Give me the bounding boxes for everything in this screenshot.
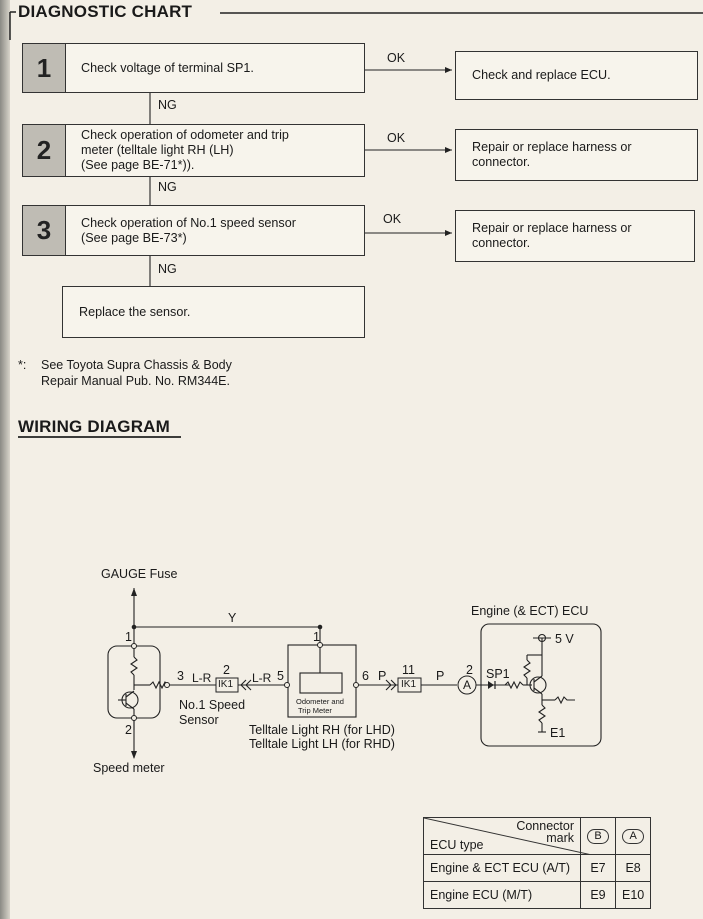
connector-ik1-pin11-number: 11	[402, 663, 415, 677]
telltale-label-lhd: Telltale Light RH (for LHD)	[249, 723, 395, 737]
table-header-row: Connector mark ECU type B A	[423, 817, 652, 855]
ecu-title-label: Engine (& ECT) ECU	[471, 604, 589, 618]
connector-ik1-b-name: IK1	[401, 679, 417, 690]
page-edge-shadow	[0, 0, 10, 919]
lr-wire-label-2: L-R	[252, 671, 272, 685]
ecu-type-header: ECU type	[430, 838, 484, 852]
p-wire-label-2: P	[436, 669, 445, 683]
connector-a-cell: E10	[614, 881, 652, 909]
step-2-text: Check operation of odometer and trip met…	[81, 128, 289, 172]
step-3-box: 3 Check operation of No.1 speed sensor (…	[22, 205, 365, 256]
e1-ground-label: E1	[550, 726, 566, 740]
gauge-fuse-label: GAUGE Fuse	[101, 567, 178, 581]
wiring-diagram-title: WIRING DIAGRAM	[18, 417, 171, 436]
step-2-number: 2	[23, 125, 66, 176]
footnote-line1: See Toyota Supra Chassis & Body	[41, 358, 232, 372]
y-wire-label: Y	[228, 611, 237, 625]
p-wire-label-1: P	[378, 669, 387, 683]
step-1-box: 1 Check voltage of terminal SP1.	[22, 43, 365, 93]
step-3-ng-label: NG	[158, 262, 177, 276]
step-1-ok-action: Check and replace ECU.	[472, 68, 611, 82]
ecu-type-cell: Engine ECU (M/T)	[423, 881, 581, 909]
sensor-name-line2: Sensor	[179, 713, 219, 727]
step-1-ok-label: OK	[387, 51, 406, 65]
table-header-diagonal-cell: Connector mark ECU type	[423, 817, 592, 855]
step-2-box: 2 Check operation of odometer and trip m…	[22, 124, 365, 177]
ecu-type-cell: Engine & ECT ECU (A/T)	[423, 854, 581, 882]
connector-ik1-pin2-number: 2	[223, 663, 230, 677]
step-2-ok-action-box: Repair or replace harness or connector.	[455, 129, 698, 181]
step-1-number: 1	[23, 44, 66, 92]
ecu-connector-table: Connector mark ECU type B A Engine & ECT…	[423, 817, 652, 909]
pin-1-left: 1	[125, 630, 132, 644]
lr-wire-label-1: L-R	[192, 671, 212, 685]
connector-a-cell: E8	[614, 854, 652, 882]
step-3-ok-action-box: Repair or replace harness or connector.	[455, 210, 695, 262]
step-2-ok-action: Repair or replace harness or connector.	[472, 140, 632, 169]
connector-b-mark: B	[587, 829, 609, 844]
connector-a-name: A	[463, 678, 472, 692]
column-a-header: A	[614, 817, 652, 855]
step-3-number: 3	[23, 206, 66, 255]
step-1-ng-label: NG	[158, 98, 177, 112]
connector-a-pin-number: 2	[466, 663, 473, 677]
pin-5-label: 5	[277, 669, 284, 683]
connector-ik1-a-name: IK1	[218, 679, 234, 690]
connector-a-mark: A	[622, 829, 644, 844]
step-3-text: Check operation of No.1 speed sensor (Se…	[81, 215, 296, 245]
step-3-ok-action: Repair or replace harness or connector.	[472, 221, 632, 250]
final-action-box: Replace the sensor.	[62, 286, 365, 338]
step-2-ok-label: OK	[387, 131, 406, 145]
speed-meter-label: Speed meter	[93, 761, 165, 775]
connector-b-cell: E7	[580, 854, 616, 882]
sensor-name-line1: No.1 Speed	[179, 698, 246, 712]
odometer-label-line1: Odometer and	[296, 697, 344, 706]
pin-1-mid: 1	[313, 630, 320, 644]
table-row: Engine ECU (M/T) E9 E10	[423, 881, 652, 909]
step-1-text: Check voltage of terminal SP1.	[81, 60, 254, 75]
pin-3-label: 3	[177, 669, 184, 683]
five-volt-label: 5 V	[555, 632, 574, 646]
step-3-ok-label: OK	[383, 212, 402, 226]
table-row: Engine & ECT ECU (A/T) E7 E8	[423, 854, 652, 882]
pin-2-label: 2	[125, 723, 132, 737]
final-action: Replace the sensor.	[79, 304, 191, 319]
step-1-ok-action-box: Check and replace ECU.	[455, 51, 698, 100]
sp1-terminal-label: SP1	[486, 667, 510, 681]
pin-6-label: 6	[362, 669, 369, 683]
telltale-label-rhd: Telltale Light LH (for RHD)	[249, 737, 395, 751]
connector-mark-header: Connector mark	[516, 819, 574, 845]
header-diagonal-line	[424, 818, 592, 855]
connector-b-cell: E9	[580, 881, 616, 909]
diagnostic-chart-title: DIAGNOSTIC CHART	[18, 2, 193, 21]
footnote-mark: *:	[18, 358, 27, 372]
odometer-label-line2: Trip Meter	[298, 706, 332, 715]
step-2-ng-label: NG	[158, 180, 177, 194]
footnote-line2: Repair Manual Pub. No. RM344E.	[41, 374, 230, 388]
